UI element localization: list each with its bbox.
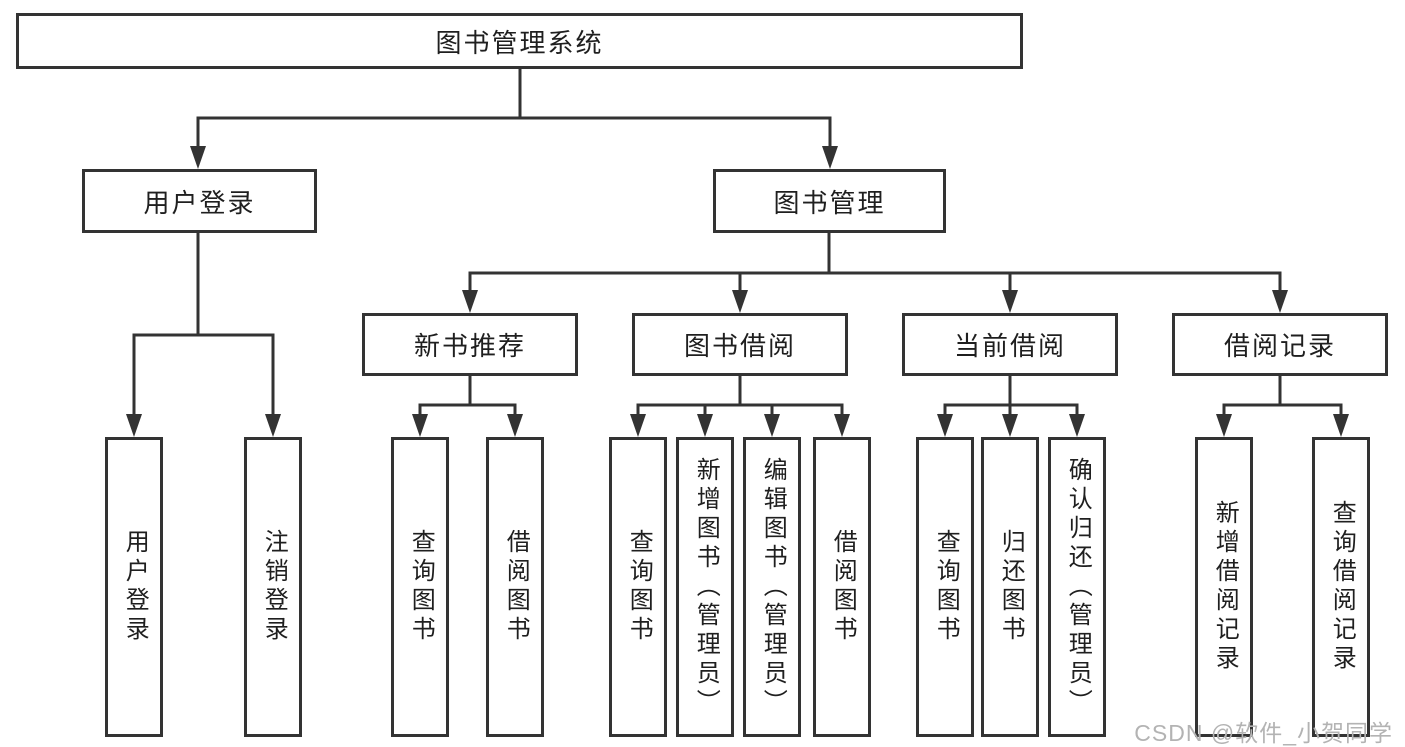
leaf-logout: 注销登录 bbox=[244, 437, 302, 737]
node-book-management: 图书管理 bbox=[713, 169, 946, 233]
node-current-borrowing: 当前借阅 bbox=[902, 313, 1118, 376]
arrowheads bbox=[126, 146, 1349, 437]
csdn-watermark: CSDN @软件_小贺同学 bbox=[1134, 720, 1393, 746]
leaf-borrow-books-borrowing: 借阅图书 bbox=[813, 437, 871, 737]
node-borrowing-records: 借阅记录 bbox=[1172, 313, 1388, 376]
leaf-user-login: 用户登录 bbox=[105, 437, 163, 737]
leaf-add-borrow-record: 新增借阅记录 bbox=[1195, 437, 1253, 737]
connector-lines bbox=[132, 69, 1343, 416]
leaf-confirm-return-admin: 确认归还（管理员） bbox=[1048, 437, 1106, 737]
leaf-add-books-admin: 新增图书（管理员） bbox=[676, 437, 734, 737]
leaf-return-books: 归还图书 bbox=[981, 437, 1039, 737]
leaf-query-borrow-record: 查询借阅记录 bbox=[1312, 437, 1370, 737]
leaf-edit-books-admin: 编辑图书（管理员） bbox=[743, 437, 801, 737]
node-book-borrowing: 图书借阅 bbox=[632, 313, 848, 376]
node-user-login: 用户登录 bbox=[82, 169, 317, 233]
leaf-query-books-recommendation: 查询图书 bbox=[391, 437, 449, 737]
node-new-book-recommendation: 新书推荐 bbox=[362, 313, 578, 376]
leaf-borrow-books-recommendation: 借阅图书 bbox=[486, 437, 544, 737]
leaf-query-books-borrowing: 查询图书 bbox=[609, 437, 667, 737]
leaf-query-books-current: 查询图书 bbox=[916, 437, 974, 737]
node-library-management-system: 图书管理系统 bbox=[16, 13, 1023, 69]
